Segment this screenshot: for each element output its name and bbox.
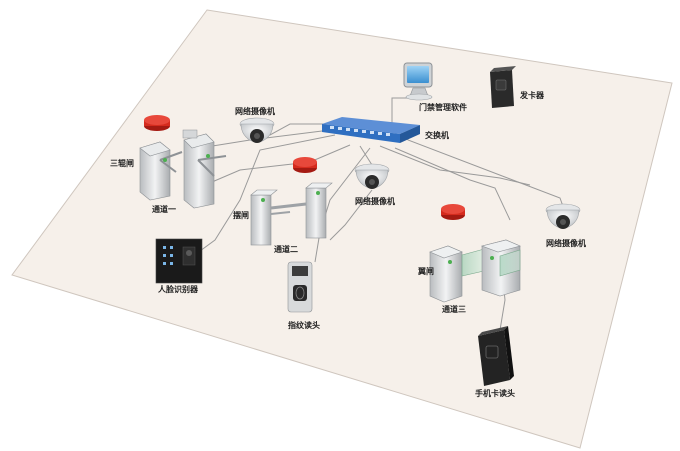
tripod-gate-label: 三辊闸: [110, 159, 134, 168]
access-software-label: 门禁管理软件: [419, 103, 467, 112]
flap-gate-icon: [429, 239, 521, 303]
swing-gate-icon: [250, 182, 333, 246]
card-reader-icon: [478, 326, 514, 386]
channel-3-label: 通道三: [442, 305, 466, 314]
face-recognizer-label: 人脸识别器: [158, 285, 198, 294]
mobile-card-reader-label: 手机卡读头: [475, 389, 515, 398]
fingerprint-reader-label: 指纹读头: [288, 321, 320, 330]
dome-camera-icon: [354, 163, 390, 189]
alarm-light-icon: [144, 115, 170, 131]
alarm-light-icon: [293, 157, 317, 173]
fingerprint-reader-icon: [287, 261, 313, 313]
card-issuer-icon: [490, 66, 516, 108]
channel-1-label: 通道一: [152, 205, 176, 214]
network-switch-icon: [322, 117, 420, 143]
dome-camera-icon: [545, 203, 581, 229]
alarm-light-icon: [441, 204, 465, 220]
flap-gate-label: 翼闸: [418, 267, 434, 276]
monitor-icon: [403, 62, 433, 101]
card-issuer-label: 发卡器: [520, 91, 544, 100]
camera-1-label: 网络摄像机: [235, 107, 275, 116]
switch-label: 交换机: [425, 131, 449, 140]
face-recognizer-icon: [155, 238, 203, 284]
dome-camera-icon: [239, 117, 275, 143]
swing-gate-label: 摆闸: [233, 211, 249, 220]
turnstile-icon: [139, 129, 227, 209]
channel-2-label: 通道二: [274, 245, 298, 254]
floor-plane: [11, 9, 673, 449]
camera-2-label: 网络摄像机: [355, 197, 395, 206]
camera-3-label: 网络摄像机: [546, 239, 586, 248]
